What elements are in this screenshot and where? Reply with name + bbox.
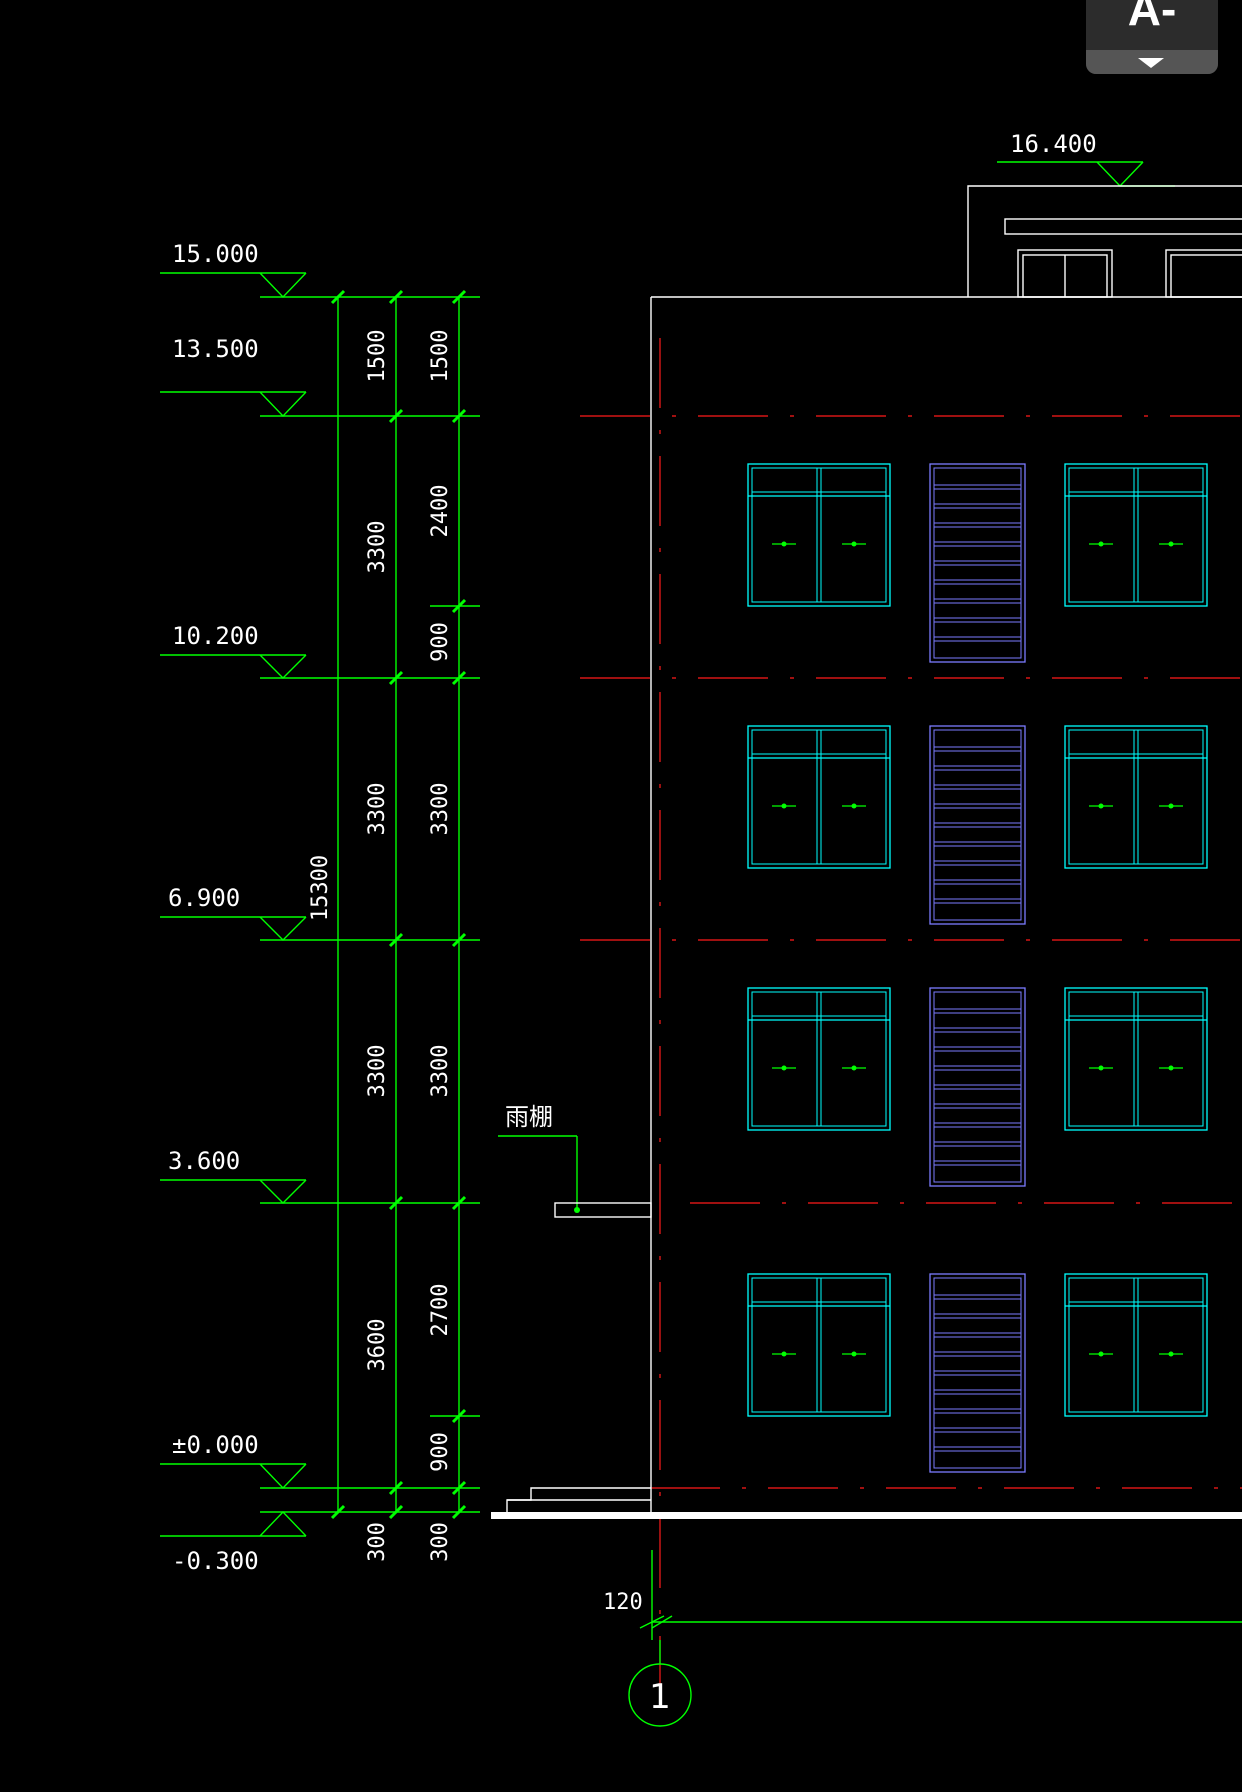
dim-c2-3: 900 xyxy=(428,622,453,662)
louver-frame xyxy=(929,987,1026,1187)
window-opening-dot xyxy=(1168,1065,1174,1071)
window-opening-dot xyxy=(781,803,787,809)
dim-c1-2: 3300 xyxy=(365,521,390,574)
window-frame xyxy=(747,725,891,869)
window-frame xyxy=(1064,725,1208,869)
window-inner-frame xyxy=(1068,467,1204,603)
dim-c1-5: 3600 xyxy=(365,1319,390,1372)
window-inner-frame xyxy=(1068,991,1204,1127)
level-3-600: 3.600 xyxy=(168,1147,240,1175)
window-frame xyxy=(747,463,891,607)
dim-c1-6: 300 xyxy=(365,1522,390,1562)
window-opening-dot xyxy=(1098,541,1104,547)
louver-inner-frame xyxy=(933,991,1022,1183)
window-opening-dot xyxy=(1168,541,1174,547)
level-0-000: ±0.000 xyxy=(172,1431,259,1459)
window-frame xyxy=(1064,463,1208,607)
window-opening-dot xyxy=(1168,1351,1174,1357)
level-minus-0-300: -0.300 xyxy=(172,1547,259,1575)
axis-bubble[interactable] xyxy=(628,1663,692,1727)
canopy-leader-dot xyxy=(574,1207,580,1213)
window-inner-frame xyxy=(1068,729,1204,865)
dimension-ticks xyxy=(330,289,467,1520)
window-inner-frame xyxy=(751,1277,887,1413)
zoom-badge[interactable]: A- xyxy=(1086,0,1218,74)
offset-dim-120: 120 xyxy=(603,1590,643,1615)
dim-c2-4: 3300 xyxy=(428,783,453,836)
window-opening-dot xyxy=(1168,803,1174,809)
window-group xyxy=(574,463,1208,1473)
window-opening-dot xyxy=(851,803,857,809)
louver-frame xyxy=(929,725,1026,925)
dimension-lines xyxy=(160,161,1242,1664)
window-opening-dot xyxy=(1098,1351,1104,1357)
level-6-900: 6.900 xyxy=(168,884,240,912)
louver-inner-frame xyxy=(933,729,1022,921)
zoom-badge-label: A- xyxy=(1127,0,1177,35)
window-opening-dot xyxy=(781,541,787,547)
window-frame xyxy=(747,987,891,1131)
dim-total: 15300 xyxy=(308,855,333,921)
ground-line xyxy=(491,1512,1242,1519)
zoom-dropdown[interactable] xyxy=(1086,50,1218,74)
dim-c1-1: 1500 xyxy=(365,330,390,383)
window-opening-dot xyxy=(1098,803,1104,809)
level-16-400: 16.400 xyxy=(1010,130,1097,158)
axis-label: 1 xyxy=(649,1677,671,1717)
level-labels: 16.400 15.000 13.500 10.200 6.900 3.600 … xyxy=(168,130,1097,1717)
louver-inner-frame xyxy=(933,467,1022,659)
level-10-200: 10.200 xyxy=(172,622,259,650)
window-frame xyxy=(1064,1273,1208,1417)
louver-frame xyxy=(929,463,1026,663)
louver-frame xyxy=(929,1273,1026,1473)
window-inner-frame xyxy=(1068,1277,1204,1413)
dim-c2-2: 2400 xyxy=(428,485,453,538)
dim-c1-4: 3300 xyxy=(365,1045,390,1098)
dim-c2-1: 1500 xyxy=(428,330,453,383)
floor-grid-lines xyxy=(580,338,1242,1700)
dim-c2-6: 2700 xyxy=(428,1284,453,1337)
window-frame xyxy=(747,1273,891,1417)
level-13-500: 13.500 xyxy=(172,335,259,363)
window-opening-dot xyxy=(781,1351,787,1357)
canopy-label: 雨棚 xyxy=(505,1103,553,1131)
window-inner-frame xyxy=(751,467,887,603)
dim-c2-7: 900 xyxy=(428,1432,453,1472)
triangle-down-icon xyxy=(1138,58,1164,68)
window-opening-dot xyxy=(781,1065,787,1071)
dim-c2-5: 3300 xyxy=(428,1045,453,1098)
window-opening-dot xyxy=(851,541,857,547)
window-opening-dot xyxy=(851,1351,857,1357)
dim-c1-3: 3300 xyxy=(365,783,390,836)
building-outline xyxy=(506,185,1242,1512)
window-inner-frame xyxy=(751,991,887,1127)
window-frame xyxy=(1064,987,1208,1131)
window-inner-frame xyxy=(751,729,887,865)
dim-c2-8: 300 xyxy=(428,1522,453,1562)
window-opening-dot xyxy=(1098,1065,1104,1071)
dimension-labels: 15300 1500 3300 3300 3300 3600 300 1500 … xyxy=(308,330,453,1562)
level-15-000: 15.000 xyxy=(172,240,259,268)
louver-inner-frame xyxy=(933,1277,1022,1469)
window-opening-dot xyxy=(851,1065,857,1071)
